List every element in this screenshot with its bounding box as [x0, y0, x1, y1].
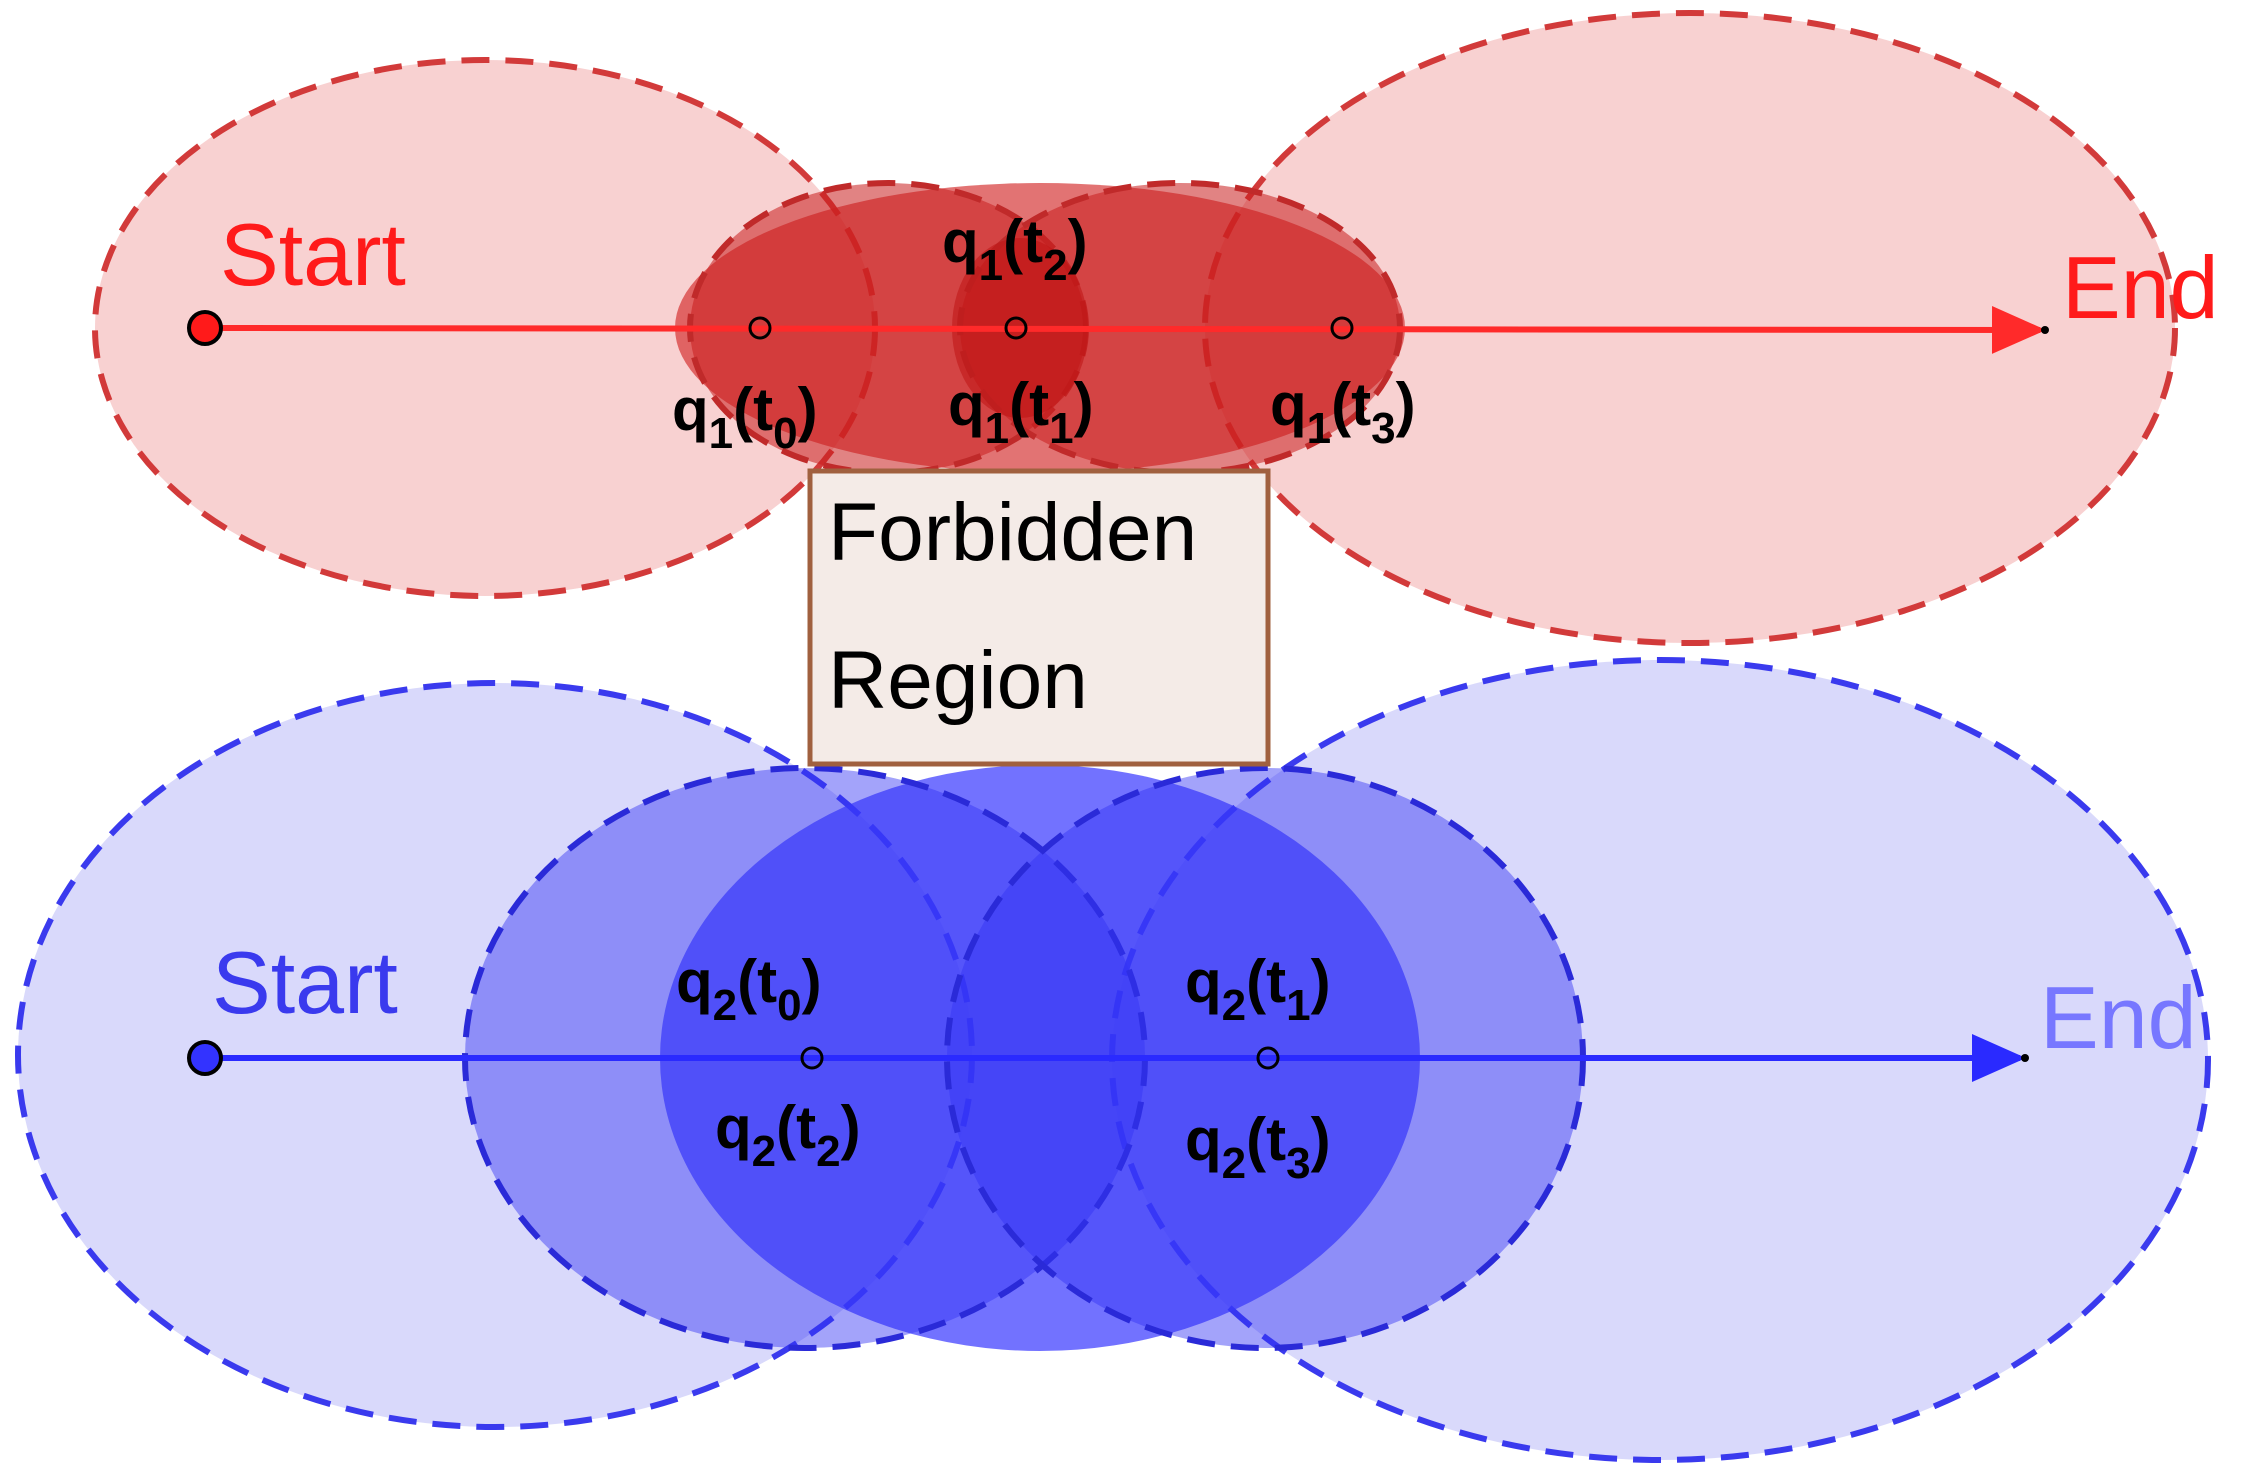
label-q2-t1: q2(t1) — [1185, 948, 1331, 1030]
robot1-start-label: Start — [220, 205, 406, 304]
robot2-path: Start End — [187, 933, 2197, 1082]
robot2-waypoint-t1 — [1256, 1046, 1280, 1070]
robot1-path-arrow — [204, 305, 2046, 354]
robot2-waypoint-t0 — [800, 1046, 824, 1070]
label-q1-t3: q1(t3) — [1270, 371, 1416, 453]
label-q2-t0: q2(t0) — [676, 948, 822, 1030]
robot2-end-point — [2021, 1054, 2029, 1062]
robot1-start-point — [187, 310, 223, 346]
label-q1-t2: q1(t2) — [942, 208, 1088, 290]
robot2-end-label: End — [2040, 968, 2197, 1067]
robot1-end-label: End — [2062, 238, 2219, 337]
robot2-start-point — [187, 1040, 223, 1076]
label-q2-t3: q2(t3) — [1185, 1106, 1331, 1188]
label-q1-t1: q1(t1) — [948, 371, 1094, 453]
forbidden-region-line2: Region — [828, 635, 1088, 726]
label-q2-t2: q2(t2) — [715, 1094, 861, 1176]
robot1-waypoint-t3 — [1330, 316, 1354, 340]
robot1-end-point — [2041, 326, 2049, 334]
forbidden-region-box — [807, 468, 1271, 767]
robot1-waypoint-t0 — [748, 316, 772, 340]
robot2-start-label: Start — [212, 933, 398, 1032]
robot1-waypoint-t1 — [1004, 316, 1028, 340]
label-q1-t0: q1(t0) — [672, 376, 818, 458]
forbidden-region: Forbidden Region — [807, 468, 1271, 767]
robot1-path: Start End — [187, 205, 2219, 354]
waypoint-labels: q1(t2) q1(t0) q1(t1) q1(t3) q2(t0) q2(t1… — [672, 208, 1416, 1188]
forbidden-region-line1: Forbidden — [828, 487, 1197, 578]
